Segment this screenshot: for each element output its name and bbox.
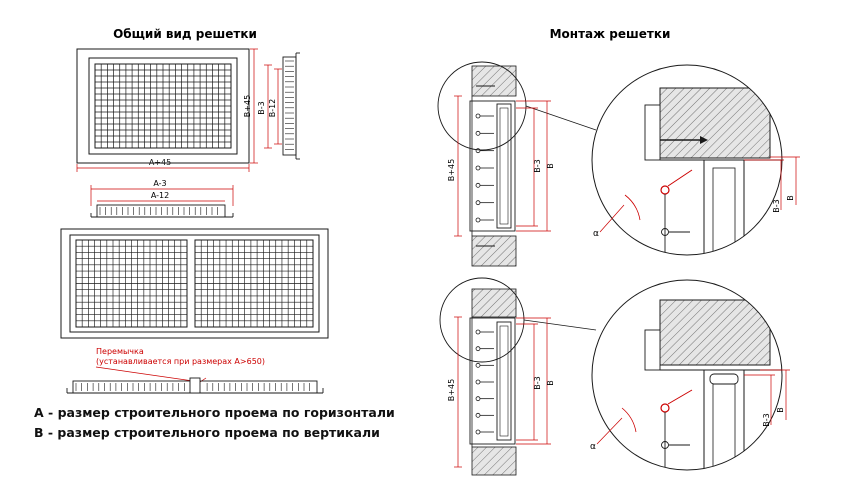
side-view-vanes	[285, 60, 294, 150]
dim-b-install-bottom-label: B	[546, 380, 555, 386]
general-view-title: Общий вид решетки	[113, 27, 257, 41]
dimension-b-detail-top: B	[770, 156, 800, 205]
installation-section-top	[437, 61, 597, 267]
dim-b-plus-45-install-bottom-label: B+45	[447, 379, 456, 401]
installation-title: Монтаж решетки	[550, 27, 671, 41]
dim-b-plus-45-install-top-label: B+45	[447, 159, 456, 181]
dim-a-minus-3-label: A-3	[153, 179, 166, 188]
dim-b-minus-3-side-label: B-3	[257, 101, 266, 114]
installation-bottom-blades	[475, 329, 494, 435]
grille-large-top-view	[66, 377, 324, 394]
dimension-b-plus-45-install-bottom: B+45	[447, 316, 462, 468]
installation-section-bottom	[439, 277, 597, 476]
alpha-label-top: α	[593, 229, 599, 239]
detail-view-bottom: α	[590, 279, 783, 471]
installation-top-blades	[475, 113, 494, 223]
detail-view-top: α	[591, 64, 783, 256]
dimension-b-detail-bottom: B	[760, 369, 790, 420]
dimension-b-minus-3-side: B-3	[257, 64, 272, 149]
dimension-b-minus-3-detail-bottom: B-3	[744, 374, 775, 427]
large-top-view-vanes	[75, 383, 311, 391]
top-view-vanes	[99, 207, 218, 215]
legend-b-definition: В - размер строительного проема по верти…	[34, 425, 380, 440]
dimension-b-minus-3-install-bottom: B-3	[516, 323, 542, 441]
grille-large-lattice	[76, 240, 313, 327]
grille-large-front-view	[60, 228, 329, 339]
dimension-a-minus-3: A-3	[90, 179, 234, 206]
dim-b-detail-bottom-label: B	[776, 407, 785, 413]
dim-b-minus-3-detail-bottom-label: B-3	[762, 413, 771, 426]
dimension-b-plus-45-front: B+45	[243, 48, 258, 164]
dimension-b-install-bottom: B	[516, 317, 555, 445]
dimension-a-plus-45: A+45	[76, 158, 250, 172]
alpha-label-bottom: α	[590, 442, 596, 452]
dimension-b-minus-12-side: B-12	[268, 68, 282, 145]
grille-lattice	[95, 64, 231, 148]
dimension-b-install-top: B	[516, 100, 555, 232]
dimension-b-minus-3-install-top: B-3	[516, 107, 542, 227]
dim-b-minus-12-side-label: B-12	[268, 99, 277, 118]
jumper-note-line2: (устанавливается при размерах A>650)	[96, 357, 265, 366]
dim-b-plus-45-front-label: B+45	[243, 95, 252, 117]
dim-a-plus-45-label: A+45	[149, 158, 171, 167]
jumper-leader-line	[95, 366, 201, 383]
dim-a-minus-12-label: A-12	[151, 191, 169, 200]
grille-top-view	[90, 204, 234, 218]
legend-a-definition: А - размер строительного проема по гориз…	[34, 405, 395, 420]
dimension-a-minus-12: A-12	[97, 191, 225, 202]
dim-b-install-top-label: B	[546, 163, 555, 169]
dim-b-minus-3-install-bottom-label: B-3	[533, 376, 542, 389]
dim-b-minus-3-install-top-label: B-3	[533, 159, 542, 172]
dim-b-minus-3-detail-top-label: B-3	[772, 199, 781, 212]
grille-side-view	[282, 52, 300, 160]
grille-front-view	[76, 48, 250, 164]
dimension-b-minus-3-detail-top: B-3	[744, 159, 784, 213]
dim-b-detail-top-label: B	[786, 195, 795, 201]
jumper-note-line1: Перемычка	[96, 347, 144, 356]
dimension-b-plus-45-install-top: B+45	[447, 95, 462, 237]
